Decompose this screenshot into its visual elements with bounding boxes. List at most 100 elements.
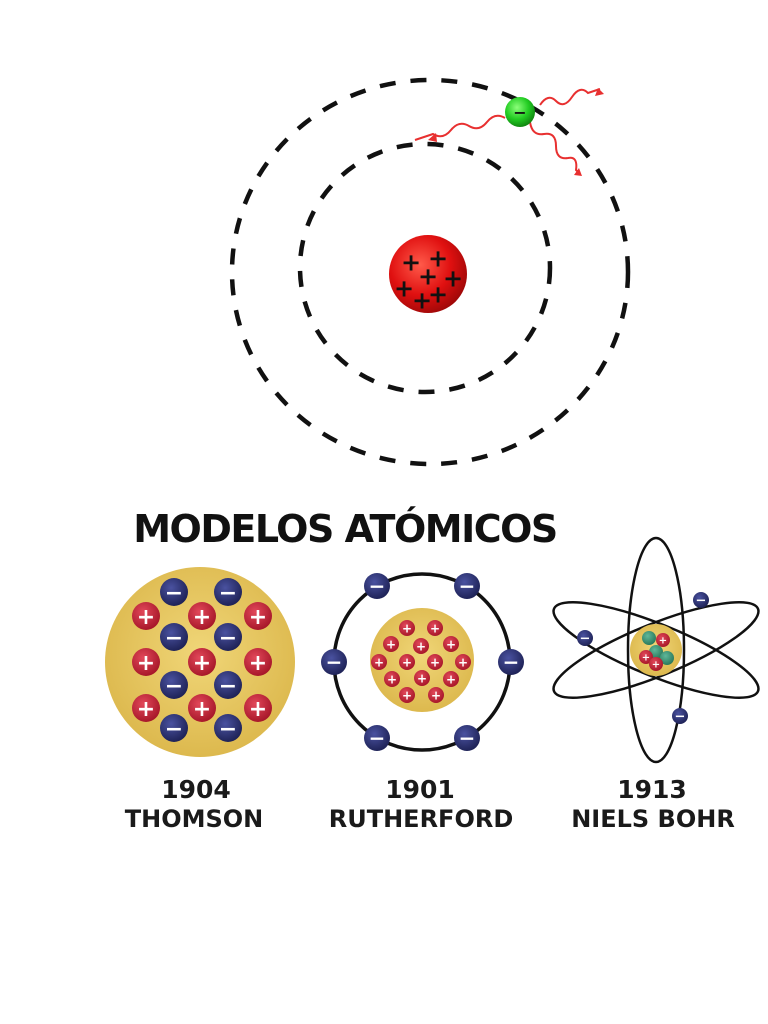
caption-rutherford: 1901 RUTHERFORD <box>329 775 514 833</box>
plus-sign: + <box>374 655 384 669</box>
thomson-model: +++++++++−−−−−−−− <box>105 567 295 757</box>
electron-icon: − <box>498 649 524 675</box>
minus-sign: − <box>219 717 237 742</box>
caption-bohr: 1913 NIELS BOHR <box>571 775 735 833</box>
plus-sign: + <box>446 637 456 651</box>
plus-sign: + <box>416 639 426 653</box>
proton-icon: + <box>427 620 443 636</box>
model-name: THOMSON <box>125 805 264 833</box>
nucleus: +++++++ <box>389 235 467 315</box>
proton-icon: + <box>384 671 400 687</box>
electron-icon: − <box>577 630 593 647</box>
proton-icon: + <box>188 648 216 676</box>
proton-icon: + <box>414 670 430 686</box>
electron-icon <box>505 97 535 127</box>
neutron-icon <box>642 631 656 645</box>
proton-icon: + <box>132 648 160 676</box>
minus-sign: − <box>675 710 686 725</box>
proton-icon: + <box>132 602 160 630</box>
photon-wave-icon <box>539 88 604 106</box>
electron-icon: − <box>364 725 390 751</box>
photon-wave-icon <box>414 114 506 142</box>
rutherford-model: ++++++++++++++−−−−−− <box>321 572 524 752</box>
bohr-emission-diagram: +++++++ − <box>229 77 631 467</box>
plus-sign: + <box>193 651 211 676</box>
plus-sign-marker: + <box>418 263 438 291</box>
proton-icon: + <box>371 654 387 670</box>
proton-icon: + <box>244 648 272 676</box>
plus-sign: + <box>443 265 463 293</box>
outer-orbit <box>229 77 631 467</box>
proton-icon: + <box>413 638 429 654</box>
electron-minus-sign: − <box>513 103 526 122</box>
photon-wave-icon <box>529 121 582 176</box>
minus-sign: − <box>219 674 237 699</box>
proton-icon: + <box>443 636 459 652</box>
proton-icon: + <box>383 636 399 652</box>
model-year: 1904 <box>161 775 231 804</box>
minus-sign: − <box>165 674 183 699</box>
plus-sign: + <box>652 660 660 671</box>
plus-sign: + <box>430 655 440 669</box>
plus-sign: + <box>659 636 667 647</box>
plus-sign: + <box>386 637 396 651</box>
plus-sign: + <box>401 249 421 277</box>
plus-sign: + <box>402 688 412 702</box>
plus-sign: + <box>137 651 155 676</box>
minus-sign: − <box>580 632 591 647</box>
proton-icon: + <box>244 694 272 722</box>
electron-icon: − <box>160 623 188 651</box>
minus-sign: − <box>369 726 386 750</box>
plus-sign: + <box>137 605 155 630</box>
proton-icon: + <box>188 602 216 630</box>
minus-sign: − <box>219 581 237 606</box>
proton-icon: + <box>455 654 471 670</box>
plus-sign: + <box>417 671 427 685</box>
plus-sign: + <box>137 697 155 722</box>
electron: − <box>505 97 535 127</box>
nucleus-plus-signs: +++++++ <box>394 245 463 315</box>
positive-nucleus-icon <box>389 235 467 313</box>
plus-sign: + <box>428 281 448 309</box>
proton-icon: + <box>132 694 160 722</box>
minus-sign: − <box>165 717 183 742</box>
minus-sign: − <box>219 626 237 651</box>
proton-icon: + <box>639 650 653 664</box>
electron-icon: − <box>321 649 347 675</box>
middle-orbit <box>297 141 553 395</box>
proton-icon: + <box>188 694 216 722</box>
minus-sign: − <box>165 581 183 606</box>
plus-sign: + <box>430 621 440 635</box>
proton-icon: + <box>427 654 443 670</box>
plus-sign: + <box>387 672 397 686</box>
plus-sign: + <box>402 655 412 669</box>
proton-icon: + <box>244 602 272 630</box>
caption-thomson: 1904 THOMSON <box>125 775 264 833</box>
electron-icon: − <box>364 573 390 599</box>
minus-sign: − <box>696 594 707 609</box>
plus-sign-marker: + <box>428 245 448 273</box>
plus-sign: + <box>428 245 448 273</box>
minus-sign: − <box>326 650 343 674</box>
plus-sign: + <box>446 672 456 686</box>
plus-sign: + <box>249 651 267 676</box>
electron-icon: − <box>214 714 242 742</box>
plus-sign: + <box>412 287 432 315</box>
electron-icon: − <box>160 671 188 699</box>
electron-icon: − <box>160 714 188 742</box>
page-title: MODELOS ATÓMICOS <box>133 507 557 551</box>
plus-sign: + <box>642 653 650 664</box>
proton-icon: + <box>399 654 415 670</box>
emitted-photons <box>414 88 604 176</box>
plus-sign: + <box>193 697 211 722</box>
minus-sign: − <box>459 574 476 598</box>
bohr-particles: +++−−− <box>577 592 709 725</box>
proton-icon: + <box>443 671 459 687</box>
minus-sign: − <box>165 626 183 651</box>
electron-icon: − <box>672 708 688 725</box>
plus-sign: + <box>193 605 211 630</box>
minus-sign: − <box>503 650 520 674</box>
plus-sign: + <box>249 605 267 630</box>
proton-icon: + <box>399 687 415 703</box>
